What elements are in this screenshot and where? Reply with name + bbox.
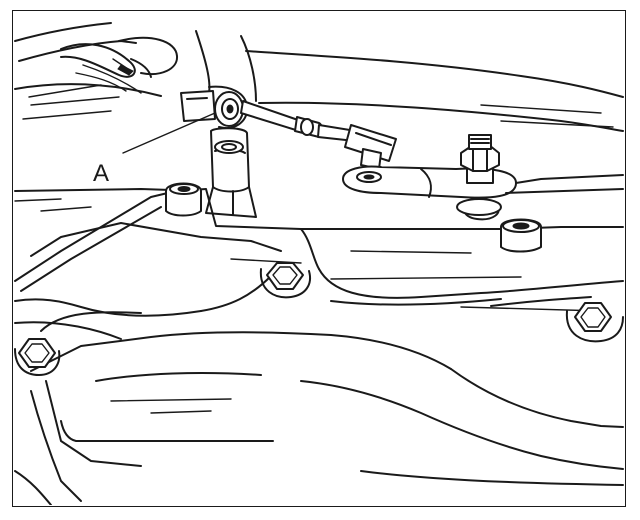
diagram-frame: A (12, 10, 626, 507)
shift-cable-rod (240, 100, 397, 170)
technical-drawing: A (14, 22, 624, 505)
callout-a: A (93, 112, 216, 187)
oil-pan (14, 331, 624, 505)
cable-bracket (180, 85, 257, 218)
lower-plate (14, 188, 624, 340)
pivot-boss-right (500, 218, 542, 253)
bolt-center (259, 262, 311, 299)
callout-label-a: A (93, 160, 109, 187)
pivot-boss-left (165, 182, 202, 217)
shift-lever-linkage (342, 134, 624, 221)
callout-leader-line (122, 112, 216, 154)
wire-harness (60, 36, 179, 94)
bolt-left (14, 338, 61, 376)
bolt-right (565, 302, 624, 343)
